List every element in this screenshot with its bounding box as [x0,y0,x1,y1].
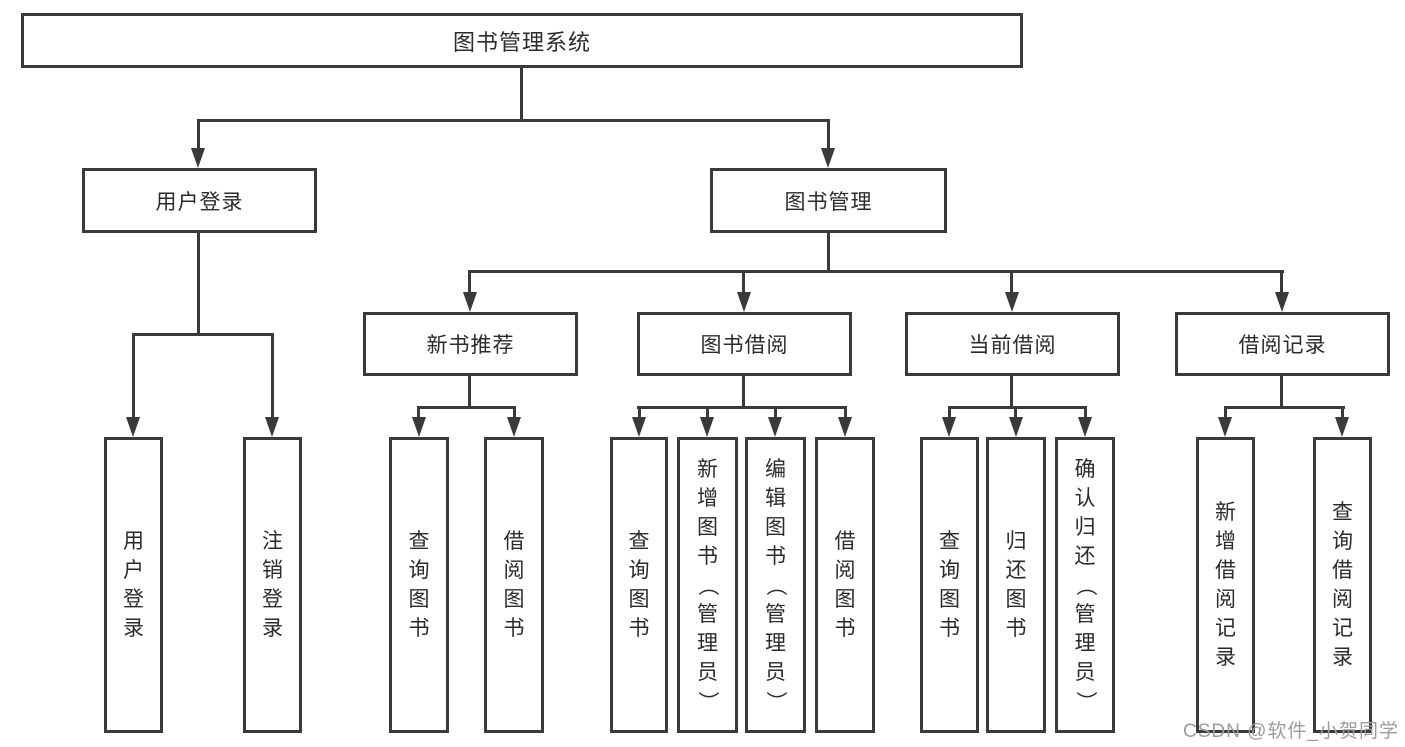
connector-line [1010,376,1013,409]
node-label: 图书借阅 [700,334,789,357]
connector-line [706,406,709,419]
connector-line [197,119,830,122]
arrowhead-down-icon [126,417,140,437]
node-label: 查询图书 [408,530,430,640]
node-leaf-query-books-3: 查询图书 [920,437,979,733]
connector-line [520,68,523,122]
node-leaf-add-books-admin: 新增图书（管理员） [677,437,738,733]
arrowhead-down-icon [1005,292,1019,312]
arrowhead-down-icon [942,417,956,437]
node-label: 归还图书 [1005,530,1027,640]
connector-line [132,333,274,336]
node-book-borrowing: 图书借阅 [637,312,852,376]
node-label: 借阅图书 [503,530,525,640]
node-label: 新书推荐 [426,334,515,357]
node-leaf-query-books-2: 查询图书 [610,437,668,733]
connector-line [271,333,274,419]
node-leaf-query-books-1: 查询图书 [389,437,449,733]
node-leaf-logout: 注销登录 [243,437,302,733]
node-label: 新增借阅记录 [1215,501,1236,669]
arrowhead-down-icon [1335,417,1349,437]
connector-line [1280,376,1283,409]
node-leaf-return-books: 归还图书 [986,437,1046,733]
node-label: 查询图书 [628,530,650,640]
node-label: 图书管理系统 [452,29,591,55]
node-label: 编辑图书（管理员） [764,457,787,712]
node-book-management: 图书管理 [710,168,947,233]
connector-line [1341,406,1344,419]
arrowhead-down-icon [1275,292,1289,312]
connector-line [417,406,420,419]
node-leaf-borrow-books-1: 借阅图书 [484,437,544,733]
connector-line [637,406,847,409]
arrowhead-down-icon [463,292,477,312]
node-leaf-edit-books-admin: 编辑图书（管理员） [745,437,806,733]
node-leaf-confirm-return-admin: 确认归还（管理员） [1055,437,1115,733]
node-label: 注销登录 [262,530,283,640]
node-label: 用户登录 [155,190,244,214]
node-leaf-add-borrow-record: 新增借阅记录 [1196,437,1255,733]
connector-line [1280,270,1283,294]
node-user-login: 用户登录 [82,168,317,233]
node-label: 当前借阅 [968,334,1057,357]
node-label: 图书管理 [784,190,873,214]
connector-line [742,376,745,409]
node-borrowing-records: 借阅记录 [1175,312,1390,376]
arrowhead-down-icon [265,417,279,437]
arrowhead-down-icon [768,417,782,437]
node-library-management-system: 图书管理系统 [21,13,1023,68]
node-leaf-query-borrow-record: 查询借阅记录 [1313,437,1372,733]
node-label: 查询借阅记录 [1332,501,1353,669]
connector-line [774,406,777,419]
arrowhead-down-icon [1009,417,1023,437]
connector-line [417,406,516,409]
arrowhead-down-icon [191,148,205,168]
csdn-watermark: CSDN @软件_小贺同学 [1183,721,1399,742]
node-leaf-borrow-books-2: 借阅图书 [815,437,875,733]
connector-line [1224,406,1227,419]
arrowhead-down-icon [507,417,521,437]
node-label: 查询图书 [939,530,960,640]
node-label: 借阅记录 [1238,334,1327,357]
connector-line [468,270,1284,273]
connector-line [132,333,135,419]
arrowhead-down-icon [838,417,852,437]
connector-line [1084,406,1087,419]
connector-line [1010,270,1013,294]
connector-line [1014,406,1017,419]
node-label: 借阅图书 [834,530,856,640]
connector-line [468,270,471,294]
arrowhead-down-icon [1218,417,1232,437]
connector-line [948,406,951,419]
connector-line [827,233,830,273]
arrowhead-down-icon [821,148,835,168]
connector-line [638,406,641,419]
arrowhead-down-icon [412,417,426,437]
node-label: 新增图书（管理员） [696,457,719,712]
connector-line [742,270,745,294]
node-label: 确认归还（管理员） [1073,457,1097,712]
node-label: 用户登录 [123,530,144,640]
arrowhead-down-icon [1078,417,1092,437]
connector-line [1224,406,1345,409]
connector-line [197,233,200,336]
arrowhead-down-icon [632,417,646,437]
arrowhead-down-icon [700,417,714,437]
arrowhead-down-icon [737,292,751,312]
node-leaf-user-login: 用户登录 [104,437,163,733]
connector-line [827,119,830,150]
node-current-borrowing: 当前借阅 [905,312,1120,376]
connector-line [513,406,516,419]
connector-line [844,406,847,419]
connector-line [948,406,1087,409]
connector-line [468,376,471,409]
node-new-book-recommend: 新书推荐 [363,312,578,376]
connector-line [197,119,200,150]
